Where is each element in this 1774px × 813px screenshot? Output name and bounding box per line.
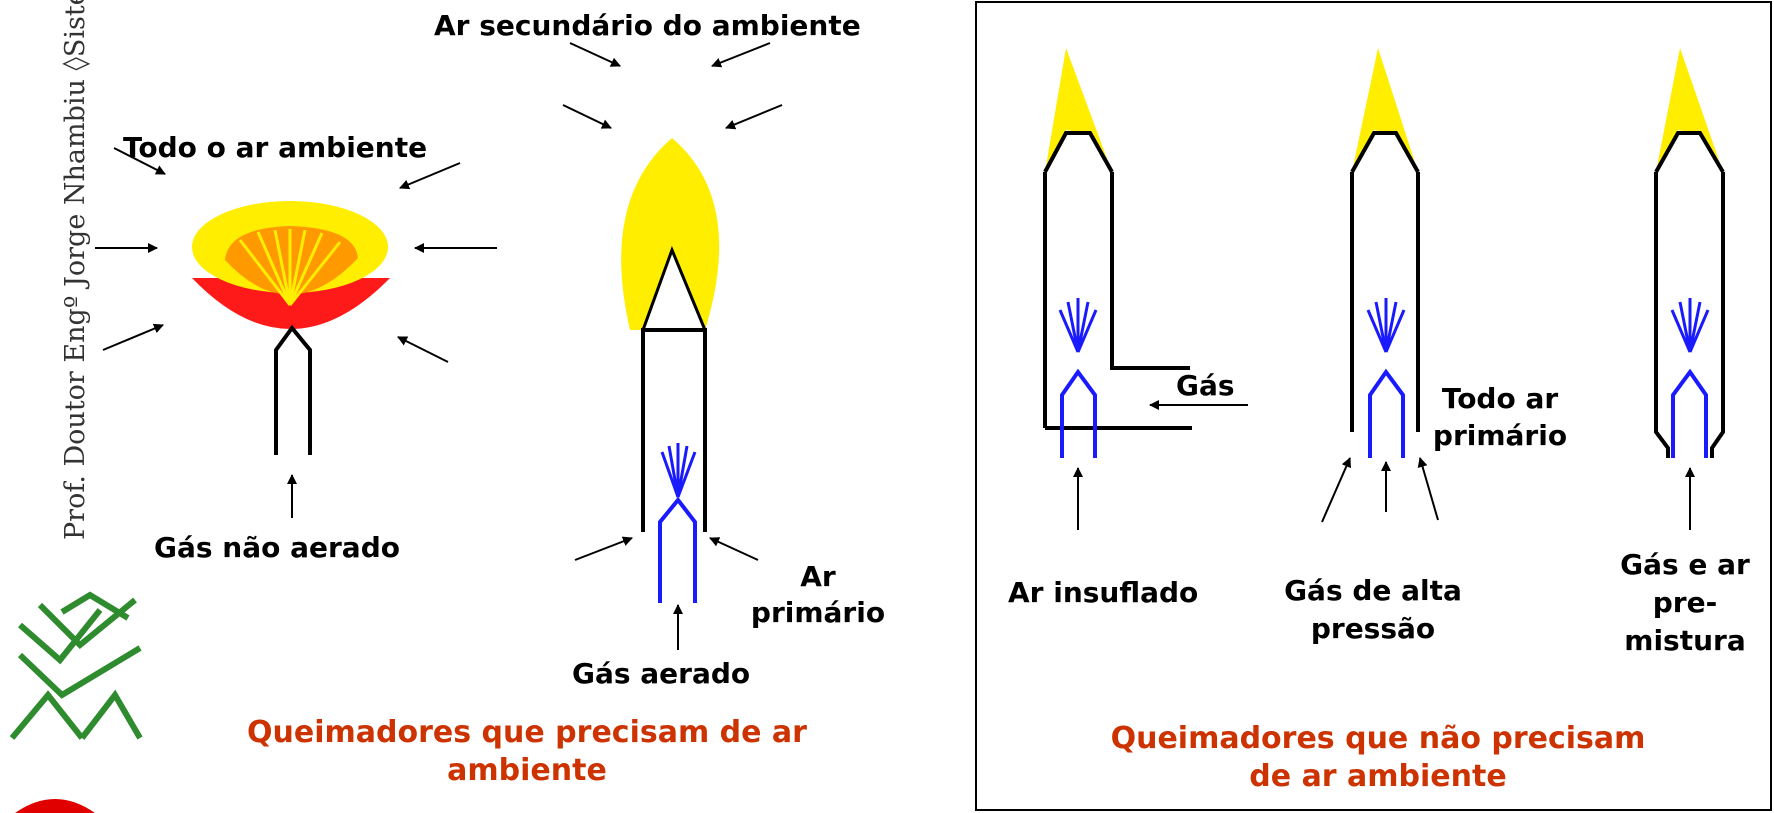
label-all-primary-line1: Todo ar [1442, 382, 1559, 415]
label-all-ambient-air: Todo o ar ambiente [123, 131, 427, 164]
non-aerated-burner [95, 147, 497, 518]
label-gas: Gás [1176, 369, 1235, 402]
aerated-burner [562, 42, 783, 650]
gas-nozzle-blue [658, 496, 697, 603]
left-caption-line1: Queimadores que precisam de ar [247, 715, 807, 750]
label-all-primary-line2: primário [1433, 419, 1567, 452]
label-premix-line3: mistura [1624, 624, 1745, 657]
burner-premix [1654, 48, 1725, 530]
university-logo [9, 591, 143, 740]
label-high-pressure-line2: pressão [1311, 612, 1435, 645]
outer-flame [621, 138, 720, 330]
label-aerated-gas: Gás aerado [572, 657, 750, 690]
right-caption-line1: Queimadores que não precisam [1111, 721, 1646, 756]
burner-high-pressure [1321, 48, 1439, 523]
non-aerated-nozzle [274, 324, 312, 455]
label-blown-air: Ar insuflado [1008, 576, 1198, 609]
left-caption-line2: ambiente [447, 753, 607, 788]
right-caption-line2: de ar ambiente [1249, 759, 1506, 794]
side-author-text: Prof. Doutor Engº Jorge Nhambiu ◊Siste [60, 0, 91, 540]
burner-forced-air [1043, 48, 1248, 530]
burner-tube [641, 328, 707, 532]
logo-red-mark [15, 799, 95, 813]
right-panel-frame [975, 1, 1772, 811]
label-premix-line1: Gás e ar [1620, 548, 1750, 581]
inner-cone [641, 245, 707, 331]
label-premix-line2: pre- [1653, 586, 1717, 619]
label-primary-air-line1: Ar [800, 560, 836, 593]
label-secondary-air: Ar secundário do ambiente [434, 9, 861, 42]
label-non-aerated-gas: Gás não aerado [154, 531, 400, 564]
label-high-pressure-line1: Gás de alta [1284, 574, 1462, 607]
label-primary-air-line2: primário [751, 596, 885, 629]
